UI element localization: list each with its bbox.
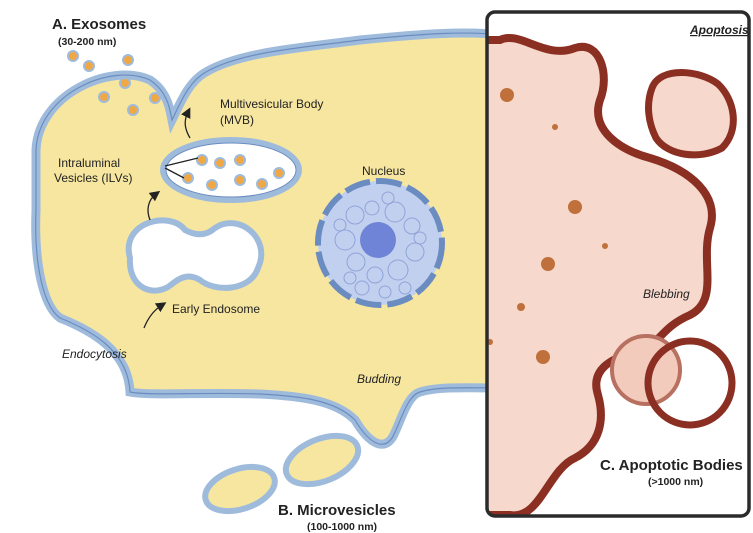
budding-label: Budding (357, 372, 401, 386)
ilv (257, 179, 267, 189)
apoptosis-label: Apoptosis (689, 23, 749, 37)
ilv (197, 155, 207, 165)
microvesicle (200, 459, 281, 519)
nucleolus (360, 222, 396, 258)
nucleus-label: Nucleus (362, 164, 405, 178)
exosome (68, 51, 78, 61)
mvb-label-line1: Multivesicular Body (220, 97, 323, 111)
ilv (274, 168, 284, 178)
exosome (128, 105, 138, 115)
ilv-label-line2: Vesicles (ILVs) (54, 171, 132, 185)
exosome (123, 55, 133, 65)
mvb-label-line2: (MVB) (220, 113, 254, 127)
exosome (150, 93, 160, 103)
nucleus (318, 181, 442, 305)
apoptosis-panel (478, 12, 749, 516)
ilv (235, 155, 245, 165)
exosome (120, 78, 130, 88)
ilv (207, 180, 217, 190)
blebbing-label: Blebbing (643, 287, 690, 301)
exosomes-title: A. Exosomes (52, 16, 146, 33)
microvesicle (279, 426, 365, 493)
exosome (99, 92, 109, 102)
early-endosome (129, 220, 262, 290)
microvesicles-title: B. Microvesicles (278, 502, 396, 519)
exosomes-size: (30-200 nm) (58, 36, 116, 48)
ilv (183, 173, 193, 183)
multivesicular-body (163, 140, 299, 200)
microvesicles-size: (100-1000 nm) (307, 521, 377, 533)
ilv (235, 175, 245, 185)
ilv (215, 158, 225, 168)
exosome (84, 61, 94, 71)
apoptotic-bodies-size: (>1000 nm) (648, 476, 703, 488)
early-endosome-label: Early Endosome (172, 302, 260, 316)
ilv-label-line1: Intraluminal (58, 156, 120, 170)
apoptotic-bodies-title: C. Apoptotic Bodies (600, 457, 743, 474)
endocytosis-label: Endocytosis (62, 347, 127, 361)
apoptotic-bleb (649, 73, 734, 155)
